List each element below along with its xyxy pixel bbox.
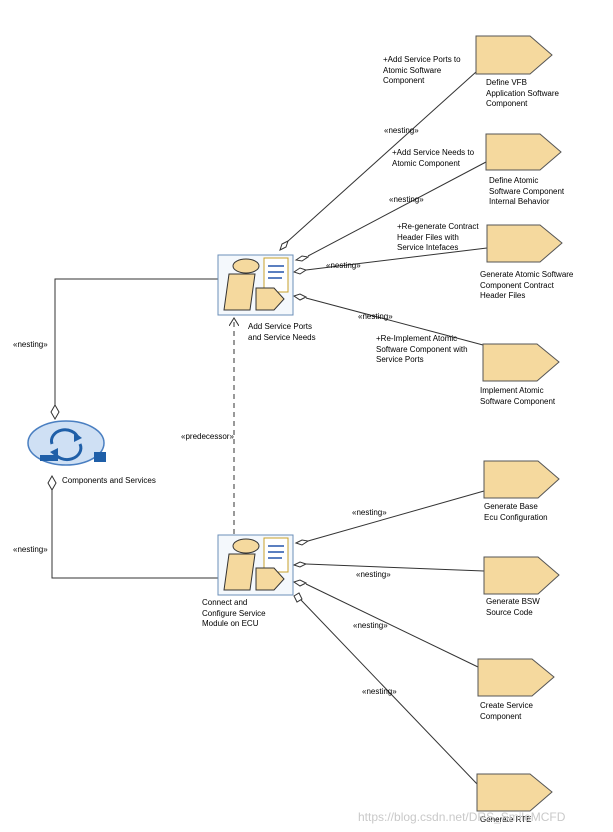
task-gen-base[interactable]: [483, 460, 560, 499]
edge-label-nesting: «nesting»: [326, 261, 361, 270]
task-define-vfb[interactable]: [475, 35, 553, 75]
task-gen-bsw[interactable]: [483, 556, 560, 595]
nesting-diamond: [292, 267, 308, 275]
edge-label-nesting: «nesting»: [384, 126, 419, 135]
node-label-configure: Connect and Configure Service Module on …: [202, 598, 266, 628]
nesting-diamond: [294, 255, 310, 262]
nesting-diamond: [293, 592, 303, 603]
edge-nesting[interactable]: [305, 247, 488, 271]
edge-nesting[interactable]: [305, 297, 484, 346]
connectors: [47, 71, 488, 786]
nesting-diamond: [47, 474, 57, 492]
edge-label-nesting: «nesting»: [13, 340, 48, 349]
edge-label-nesting: «nesting»: [13, 545, 48, 554]
node-label-add-ports: Add Service Ports and Service Needs: [248, 322, 316, 342]
nesting-diamond: [294, 539, 310, 546]
edge-label-predecessor: «predecessor»: [181, 432, 234, 441]
edge-nesting[interactable]: [307, 161, 487, 257]
node-label-define-atomic: Define Atomic Software Component Interna…: [489, 176, 565, 206]
node-label-implement: Implement Atomic Software Component: [480, 386, 556, 406]
role-label: +Add Service Needs to Atomic Component: [392, 148, 475, 168]
task-define-atomic[interactable]: [485, 133, 562, 171]
edge-label-nesting: «nesting»: [362, 687, 397, 696]
edge-nesting[interactable]: [286, 71, 477, 243]
node-label-gen-base: Generate Base Ecu Configuration: [484, 502, 548, 522]
edge-nesting[interactable]: [305, 563, 485, 572]
edge-label-nesting: «nesting»: [356, 570, 391, 579]
edge-nesting[interactable]: [300, 599, 479, 786]
task-create-service[interactable]: [477, 658, 555, 697]
watermark: https://blog.csdn.net/DRS_SmileMCFD: [358, 810, 566, 824]
edge-nesting-bottom[interactable]: [51, 490, 218, 579]
task-generate-headers[interactable]: [486, 224, 563, 263]
activity-components-services[interactable]: [27, 420, 106, 466]
nesting-diamond: [279, 240, 289, 251]
edge-nesting[interactable]: [305, 583, 479, 668]
nesting-diamond: [292, 561, 308, 568]
node-label-gen-bsw: Generate BSW Source Code: [486, 597, 540, 617]
edge-label-nesting: «nesting»: [358, 312, 393, 321]
task-implement[interactable]: [482, 343, 560, 382]
nesting-diamond: [292, 579, 308, 587]
edge-nesting[interactable]: [307, 490, 485, 542]
node-label-create-service: Create Service Component: [480, 701, 533, 721]
edge-label-nesting: «nesting»: [389, 195, 424, 204]
process-icon: [223, 257, 289, 311]
edge-nesting-top[interactable]: [54, 278, 218, 405]
node-label-define-vfb: Define VFB Application Software Componen…: [486, 78, 559, 108]
node-label-gen-rte: Generate RTE: [480, 815, 532, 824]
role-label: +Re-generate Contract Header Files with …: [397, 222, 479, 252]
node-label-components: Components and Services: [62, 476, 156, 485]
task-gen-rte[interactable]: [476, 773, 553, 812]
process-icon: [223, 537, 289, 591]
role-label: +Re-Implement Atomic Software Component …: [376, 334, 468, 364]
nesting-diamond: [292, 293, 308, 301]
arrow-icon: [74, 432, 82, 442]
process-node-configure[interactable]: [217, 534, 294, 596]
edge-label-nesting: «nesting»: [353, 621, 388, 630]
nesting-diamond: [50, 403, 60, 421]
process-node-add-ports[interactable]: [217, 254, 294, 316]
edge-label-nesting: «nesting»: [352, 508, 387, 517]
node-label-generate-headers: Generate Atomic Software Component Contr…: [480, 270, 574, 300]
role-label: +Add Service Ports to Atomic Software Co…: [383, 55, 461, 85]
